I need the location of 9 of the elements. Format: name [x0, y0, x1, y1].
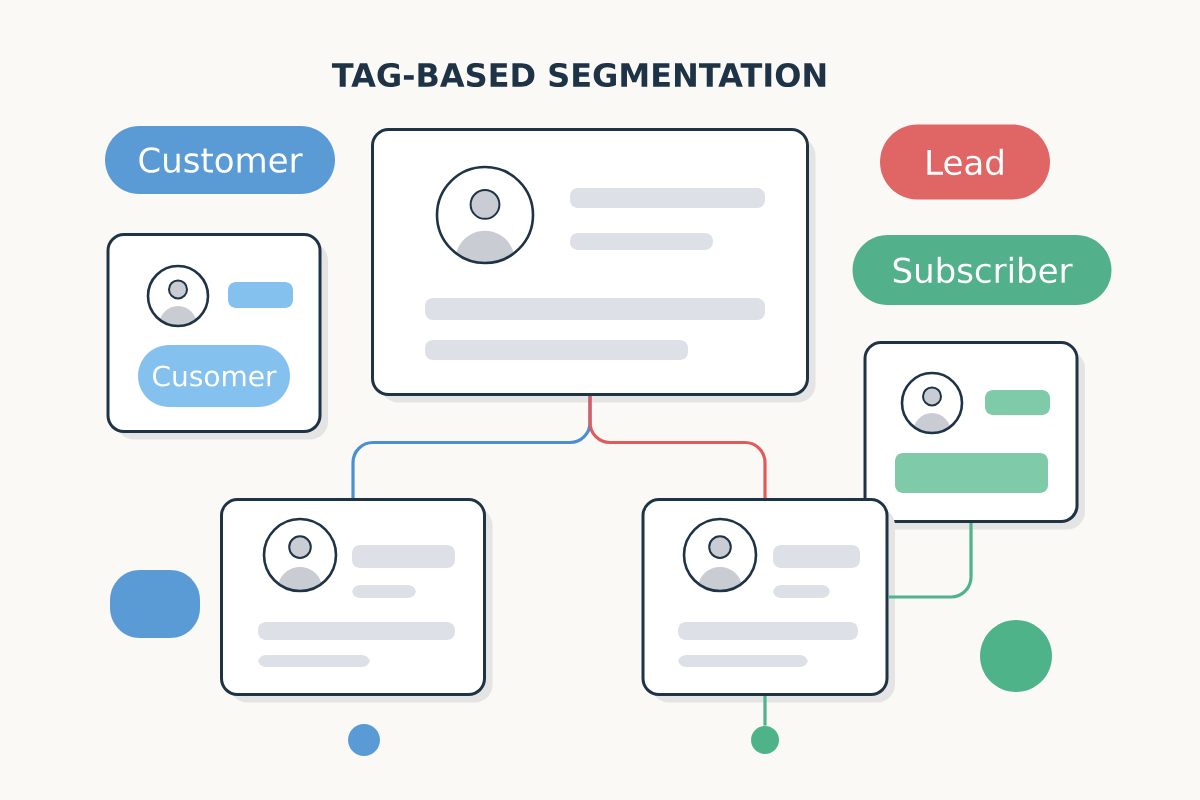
tag-pill: Cusomer: [138, 345, 290, 407]
connector-line: [763, 696, 767, 726]
tag-pill: Customer: [105, 126, 335, 194]
title: TAG-BASED SEGMENTATION: [331, 62, 826, 88]
blob-shape: [110, 570, 200, 638]
tag-pill: Subscriber: [852, 235, 1112, 305]
connector-line: [588, 396, 767, 498]
dot: [751, 726, 779, 754]
connector-line: [888, 523, 973, 599]
